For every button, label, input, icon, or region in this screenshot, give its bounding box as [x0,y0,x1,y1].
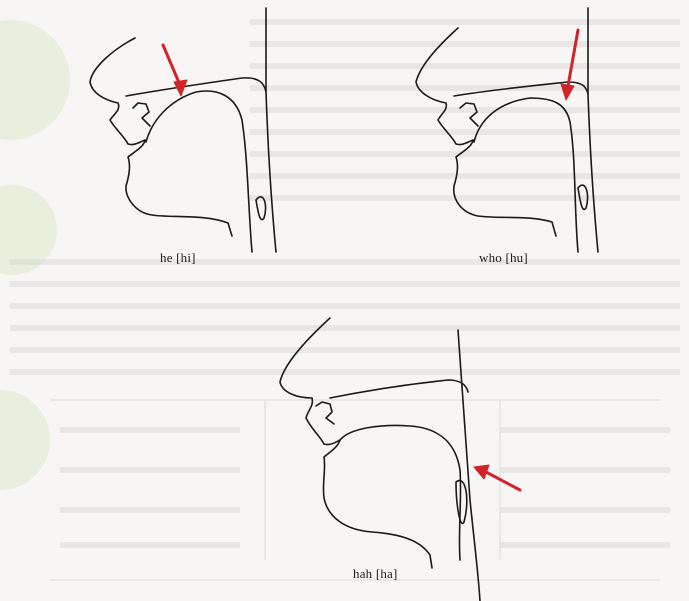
vocal-tract-ha [280,318,480,601]
tongue [340,426,461,560]
arrow-ha-head [474,465,489,479]
caption-ha: hah [ha] [353,566,398,582]
teeth [460,103,478,126]
arrow-hu-head [561,84,574,100]
palate [330,380,468,398]
vocal-tract-hi [90,8,276,252]
vocal-tract-hu [416,8,598,252]
pharynx-back-wall [266,8,276,252]
tongue [146,91,252,252]
profile-outline [416,28,556,236]
palate [126,78,266,96]
arrow-ha [486,472,520,490]
epiglottis [578,185,588,209]
profile-outline [280,318,432,568]
teeth [316,402,334,424]
epiglottis [256,197,266,220]
arrow-hu [568,30,578,86]
profile-outline [90,38,232,236]
tongue [474,98,578,252]
caption-hi: he [hi] [160,250,196,266]
caption-hu: who [hu] [479,250,528,266]
teeth [133,103,150,126]
epiglottis [456,481,467,524]
pharynx-back-wall [458,330,480,601]
arrow-hi [163,45,180,85]
pharynx-back-wall [588,8,598,252]
